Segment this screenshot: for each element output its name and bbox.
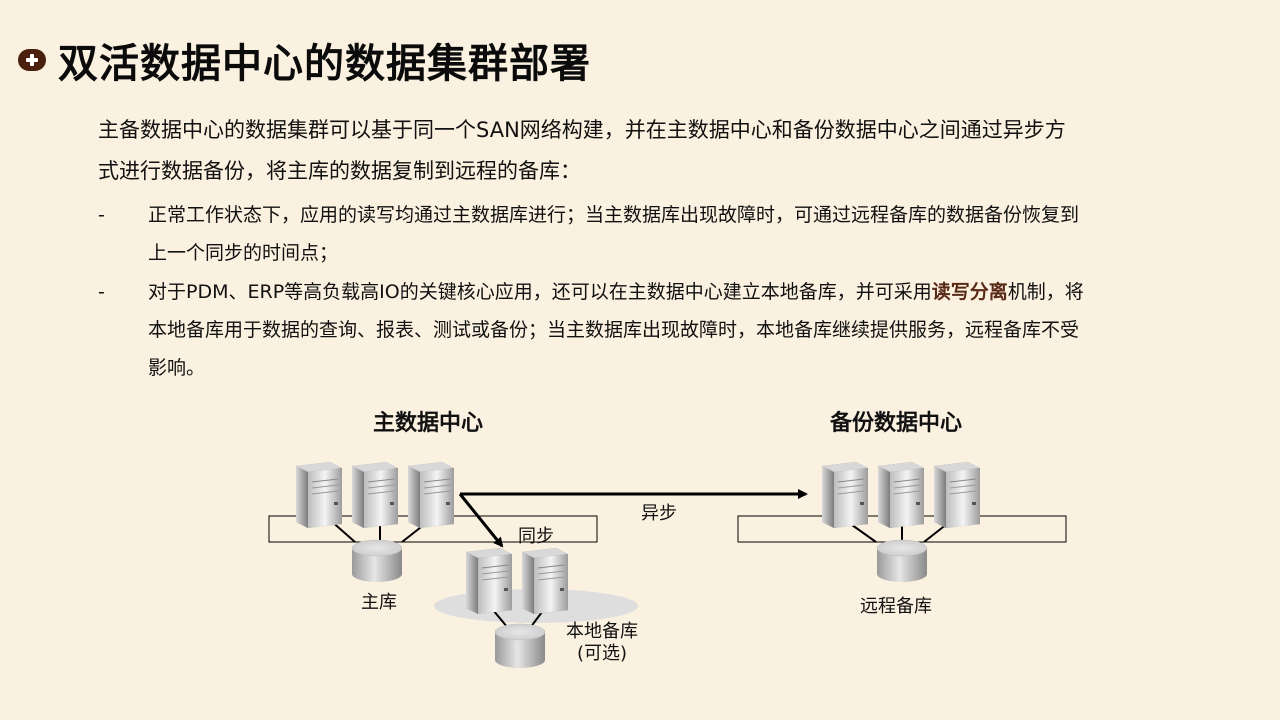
primary-server-3: [407, 461, 455, 529]
sync-arrow: [458, 493, 504, 548]
local-backup-label-text: 本地备库: [566, 621, 638, 642]
bullet-dash: -: [98, 281, 105, 303]
remote-backup-db-cylinder: [876, 539, 928, 582]
intro-paragraph: 主备数据中心的数据集群可以基于同一个SAN网络构建，并在主数据中心和备份数据中心…: [98, 110, 1218, 192]
bullet-item: - 对于PDM、ERP等高负载高IO的关键核心应用，还可以在主数据中心建立本地备…: [98, 273, 1208, 387]
async-label: 异步: [641, 503, 677, 524]
plus-circle-icon: [18, 49, 46, 71]
backup-server-3: [933, 461, 981, 529]
backup-server-2: [877, 461, 925, 529]
primary-dc-title: 主数据中心: [373, 411, 484, 436]
bullet-2-line-1: 对于PDM、ERP等高负载高IO的关键核心应用，还可以在主数据中心建立本地备库，…: [148, 273, 1208, 311]
intro-line-1: 主备数据中心的数据集群可以基于同一个SAN网络构建，并在主数据中心和备份数据中心…: [98, 118, 1066, 142]
local-backup-server-2: [521, 547, 569, 615]
local-backup-optional-text: (可选): [576, 643, 628, 664]
backup-server-1: [821, 461, 869, 529]
primary-db-cylinder: [351, 539, 403, 582]
bullet-1-line-2: 上一个同步的时间点；: [148, 242, 339, 264]
bullet-2-text-post: 机制，将: [1007, 281, 1084, 303]
primary-server-1: [295, 461, 343, 529]
bullet-2-text-pre: 对于PDM、ERP等高负载高IO的关键核心应用，还可以在主数据中心建立本地备库，…: [148, 281, 932, 303]
bullet-1-line-1: 正常工作状态下，应用的读写均通过主数据库进行；当主数据库出现故障时，可通过远程备…: [148, 204, 1080, 226]
bullet-list: - 正常工作状态下，应用的读写均通过主数据库进行；当主数据库出现故障时，可通过远…: [98, 196, 1208, 388]
highlight-read-write-split: 读写分离: [931, 281, 1008, 303]
local-backup-label: 本地备库 (可选): [560, 617, 644, 665]
bullet-dash: -: [98, 204, 105, 226]
backup-dc-title: 备份数据中心: [830, 411, 963, 436]
title-row: 双活数据中心的数据集群部署: [18, 30, 591, 90]
local-backup-server-1: [465, 547, 513, 615]
primary-db-label: 主库: [361, 592, 397, 613]
bullet-2-line-2: 本地备库用于数据的查询、报表、测试或备份；当主数据库出现故障时，本地备库继续提供…: [148, 319, 1080, 341]
bullet-item: - 正常工作状态下，应用的读写均通过主数据库进行；当主数据库出现故障时，可通过远…: [98, 196, 1208, 272]
page-title: 双活数据中心的数据集群部署: [58, 41, 591, 87]
primary-server-2: [351, 461, 399, 529]
intro-line-2: 式进行数据备份，将主库的数据复制到远程的备库：: [98, 159, 581, 183]
sync-label: 同步: [518, 526, 554, 547]
local-backup-db-cylinder: [494, 623, 546, 668]
remote-backup-label: 远程备库: [860, 596, 932, 617]
bullet-2-line-3: 影响。: [148, 357, 206, 379]
